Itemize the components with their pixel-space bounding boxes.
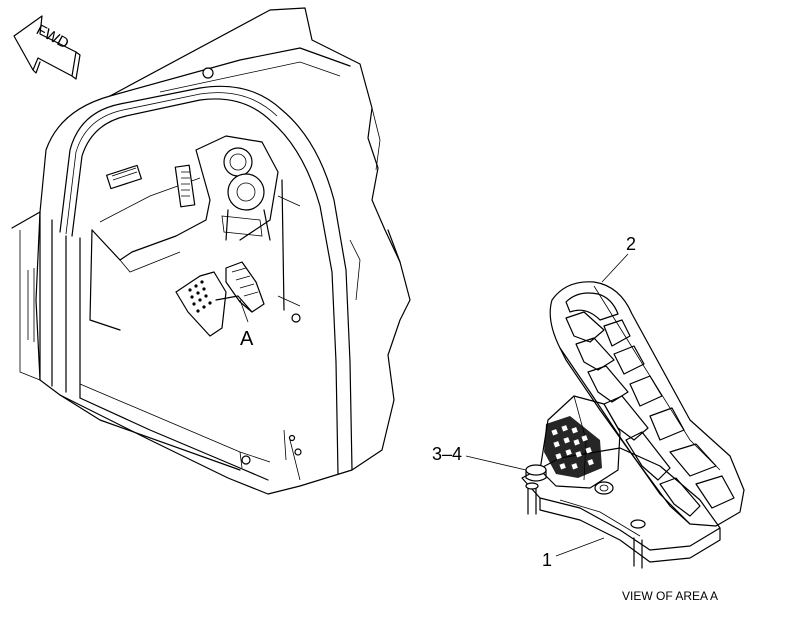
forward-arrow-icon: FWD (13, 15, 81, 80)
area-a-label: A (240, 328, 254, 350)
callout-part-1: 1 (542, 550, 552, 570)
callout-part-2: 2 (626, 234, 636, 254)
callout-part-3-4: 3–4 (432, 444, 462, 464)
view-caption: VIEW OF AREA A (622, 589, 718, 603)
leader-line (601, 253, 629, 283)
cab-illustration: A (11, 7, 411, 495)
leader-line (465, 455, 527, 471)
fwd-label: FWD (33, 21, 71, 52)
pedal-assembly-illustration (465, 253, 745, 569)
leader-line (555, 537, 605, 557)
